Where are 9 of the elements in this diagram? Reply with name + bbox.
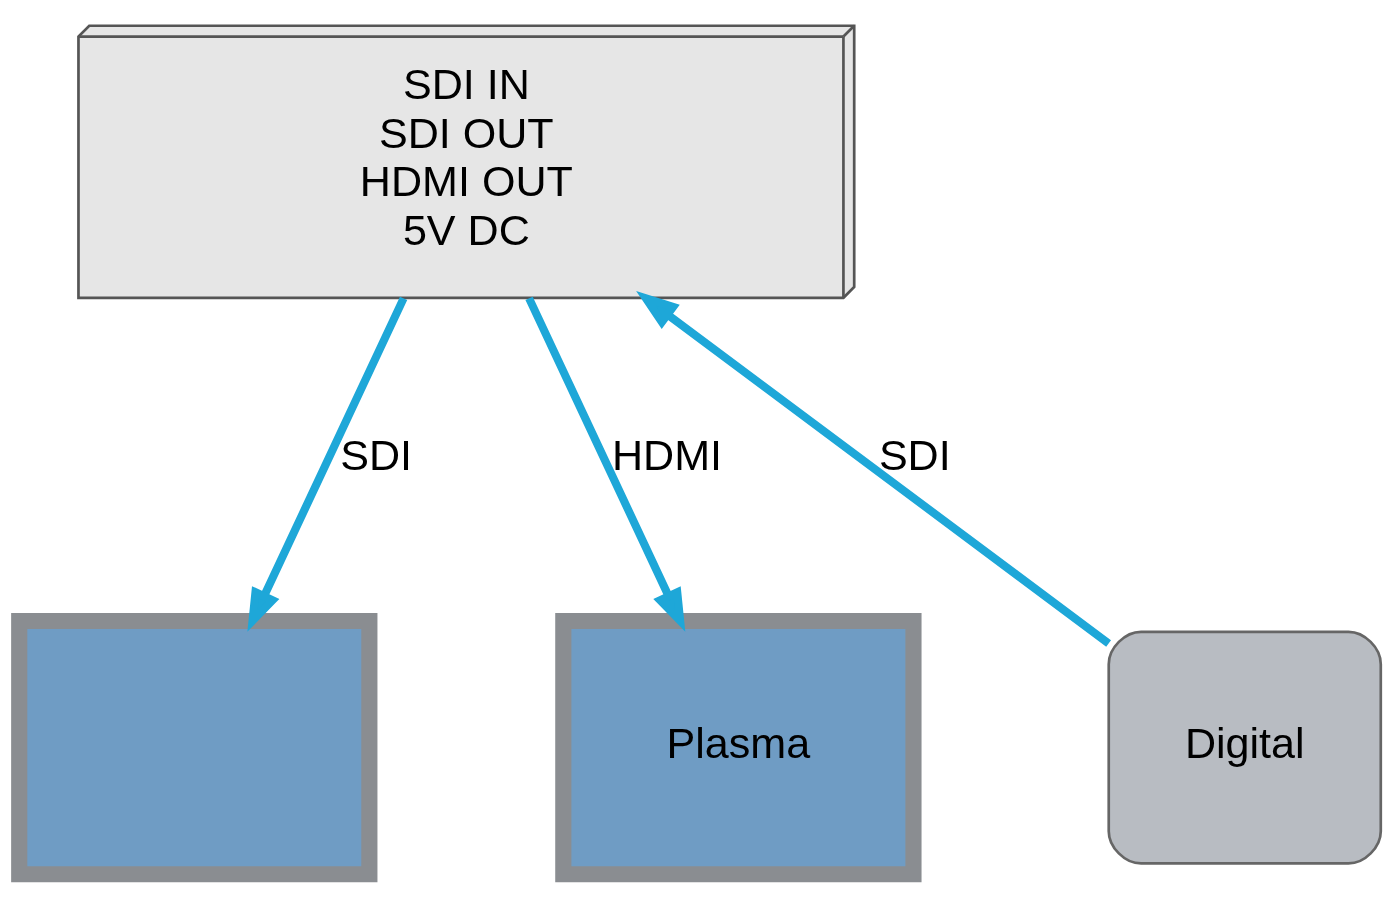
node-box: Plasma (555, 612, 922, 883)
arrow (247, 296, 408, 632)
edge-label: HDMI (611, 430, 723, 479)
arrow (636, 291, 1111, 647)
edge-label: SDI (340, 430, 413, 479)
edge-label: SDI (878, 430, 951, 479)
arrow (525, 296, 686, 632)
node-box (11, 612, 378, 883)
node-box: Digital (1107, 630, 1383, 865)
